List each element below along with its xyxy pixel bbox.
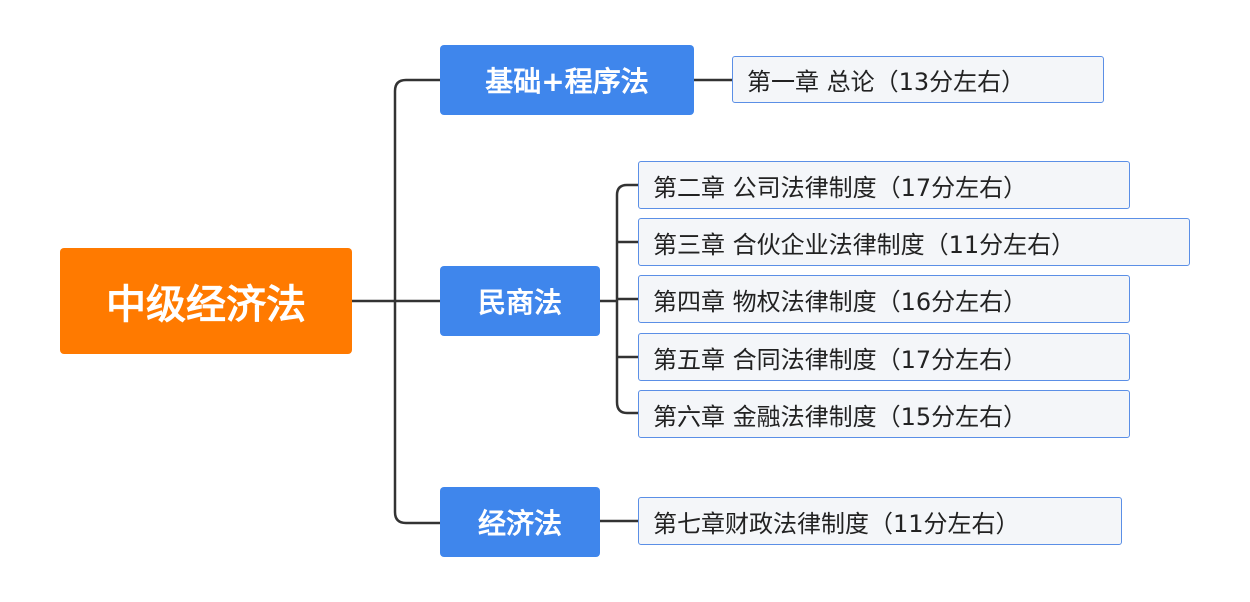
leaf-chapter-3[interactable]: 第三章 合伙企业法律制度（11分左右） — [638, 218, 1190, 266]
leaf-chapter-2[interactable]: 第二章 公司法律制度（17分左右） — [638, 161, 1130, 209]
leaf-chapter-6[interactable]: 第六章 金融法律制度（15分左右） — [638, 390, 1130, 438]
branch-basic-procedure-law[interactable]: 基础+程序法 — [440, 45, 694, 115]
branch-civil-commercial-law[interactable]: 民商法 — [440, 266, 600, 336]
leaf-chapter-5[interactable]: 第五章 合同法律制度（17分左右） — [638, 333, 1130, 381]
leaf-chapter-7[interactable]: 第七章财政法律制度（11分左右） — [638, 497, 1122, 545]
root-node[interactable]: 中级经济法 — [60, 248, 352, 354]
leaf-chapter-4[interactable]: 第四章 物权法律制度（16分左右） — [638, 275, 1130, 323]
leaf-chapter-1[interactable]: 第一章 总论（13分左右） — [732, 56, 1104, 103]
branch-economic-law[interactable]: 经济法 — [440, 487, 600, 557]
